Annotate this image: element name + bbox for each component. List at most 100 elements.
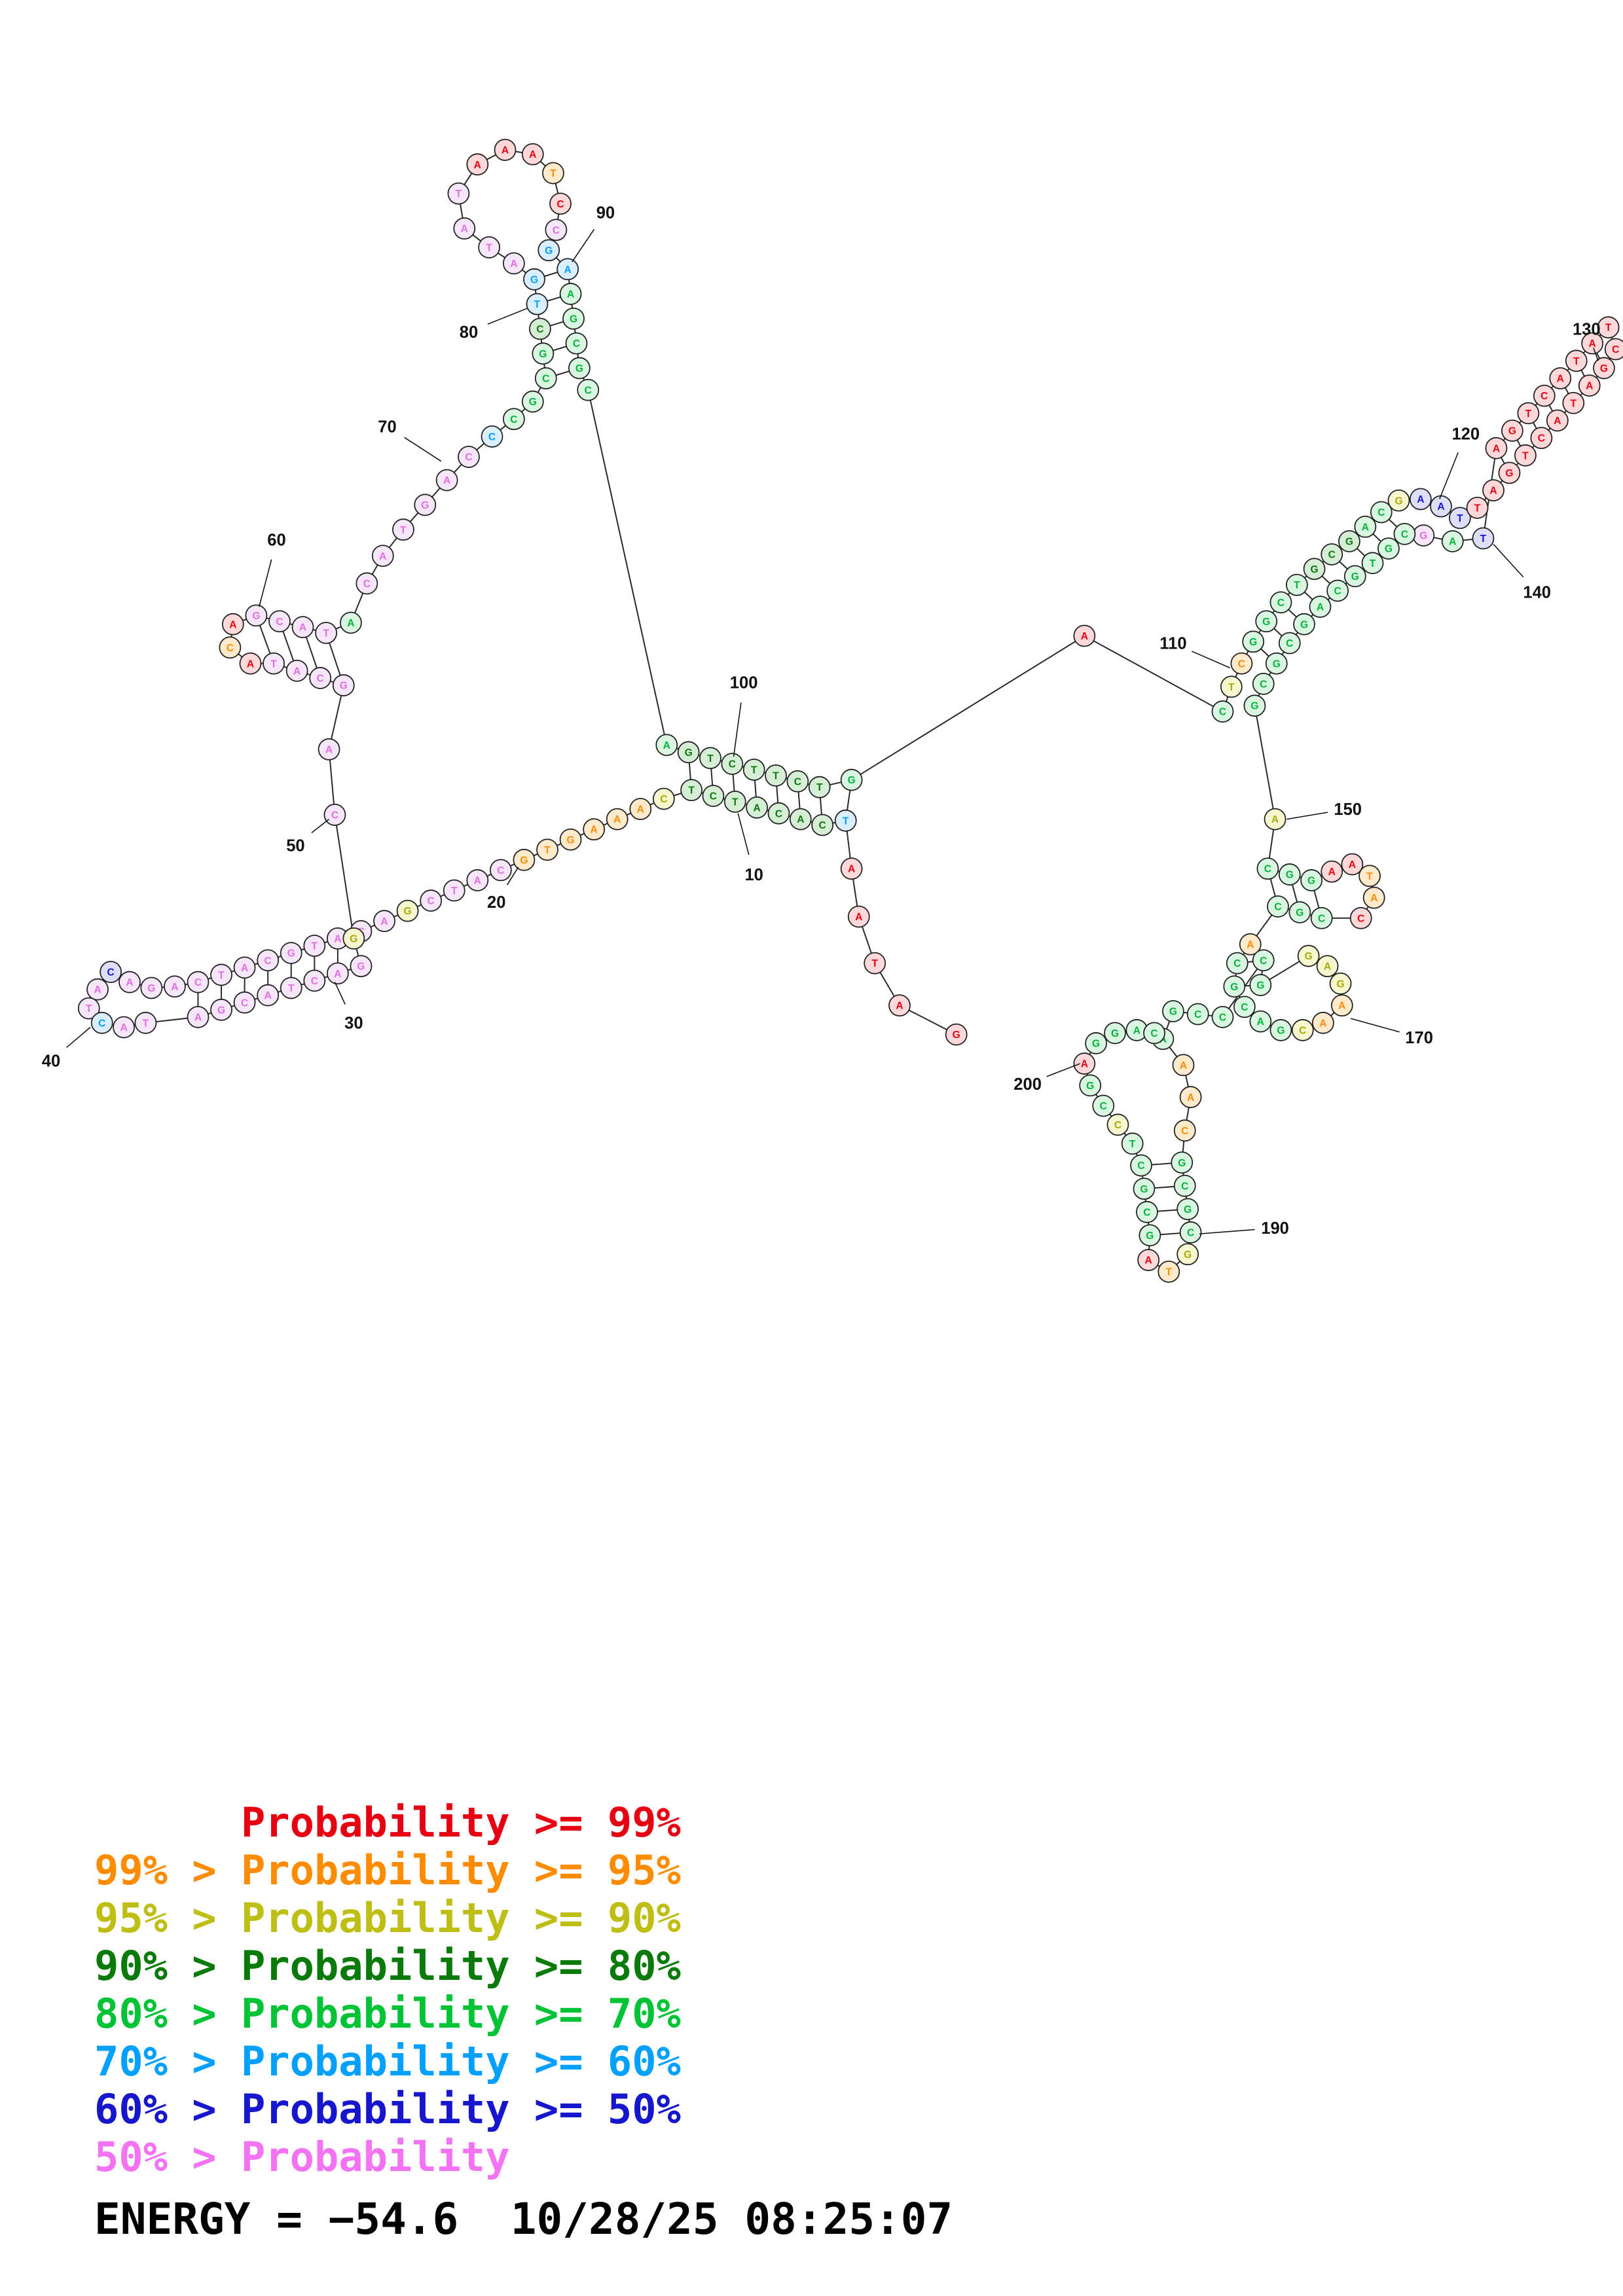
nucleotide-circle [568,357,591,380]
nucleotide-circle [577,378,600,401]
nucleotide: G [840,768,863,791]
nucleotide-letter: G [567,834,575,846]
nucleotide: C [502,408,525,431]
nucleotide-letter: G [1277,1025,1285,1036]
nucleotide-circle [1249,974,1272,996]
nucleotide: A [1441,530,1464,552]
nucleotide-circle [1312,1011,1334,1034]
nucleotide-letter: A [1437,501,1444,512]
legend-item: 90% > Probability >= 80% [94,1942,681,1990]
nucleotide-letter: C [1357,913,1364,924]
nucleotide: C [90,1011,113,1034]
nucleotide: A [840,857,863,880]
nucleotide-letter: A [126,977,133,988]
nucleotide: C [458,446,480,468]
nucleotide-circle [521,390,544,413]
nucleotide-letter: T [1525,408,1532,420]
nucleotide-circle [1278,863,1301,886]
nucleotide-circle [1562,391,1585,414]
nucleotide: C [303,969,326,992]
nucleotide: C [811,814,834,836]
nucleotide-circle [1303,558,1326,581]
nucleotide-letter: C [1328,550,1336,561]
nucleotide-letter: A [797,814,804,825]
nucleotide-circle [221,613,244,636]
nucleotide: C [1256,857,1279,880]
nucleotide-circle [1172,1054,1195,1077]
nucleotide: C [721,753,744,776]
nucleotide-letter: C [497,865,504,876]
nucleotide: C [1186,1003,1209,1026]
nucleotide: C [1136,1200,1158,1223]
nucleotide: C [565,332,588,355]
nucleotide: G [1412,524,1435,547]
nucleotide-letter: G [1273,658,1281,670]
nucleotide-circle [1377,537,1400,560]
nucleotide-circle [443,879,465,902]
nucleotide-circle [1285,573,1308,596]
position-label: 50 [286,836,304,855]
nucleotide: G [1300,869,1323,891]
nucleotide: C [1211,700,1234,723]
nucleotide-letter: A [443,475,450,486]
label-pointer [1199,1229,1255,1234]
position-label: 130 [1573,320,1601,338]
nucleotide-circle [1158,1261,1180,1283]
nucleotide-circle [1223,975,1246,998]
nucleotide: T [864,952,886,975]
nucleotide: G [945,1023,968,1046]
nucleotide-letter: G [1250,701,1258,712]
nucleotide-circle [1252,949,1275,972]
nucleotide-letter: G [1140,1184,1148,1195]
nucleotide-letter: C [311,976,318,987]
nucleotide-letter: A [510,259,517,270]
nucleotide-circle [1387,489,1410,512]
nucleotide-letter: G [1385,544,1393,555]
nucleotide: A [1549,367,1572,389]
nucleotide-circle [1578,374,1601,397]
nucleotide: C [420,889,443,912]
nucleotide-circle [239,652,262,675]
nucleotide: G [1085,1032,1108,1054]
nucleotide-circle [1472,527,1495,550]
nucleotide: G [1329,972,1352,995]
nucleotide: C [1092,1094,1115,1117]
nucleotide-circle [1593,357,1615,380]
nucleotide-circle [1255,610,1278,633]
nucleotide-letter: G [539,349,547,360]
nucleotide-letter: A [754,802,761,814]
nucleotide: A [1073,624,1096,647]
nucleotide-circle [257,949,280,972]
nucleotide: G [1498,461,1521,484]
nucleotide: G [1293,613,1315,636]
nucleotide-letter: T [1228,682,1235,693]
nucleotide-circle [458,446,480,468]
nucleotide-letter: C [98,1018,105,1029]
nucleotide-circle [1533,384,1556,407]
nucleotide-circle [478,236,500,259]
nucleotide: C [1106,1113,1129,1136]
nucleotide-circle [1501,420,1523,442]
nucleotide-circle [1252,672,1275,695]
nucleotide-letter: C [556,199,564,210]
nucleotide-letter: T [751,765,757,776]
nucleotide-letter: A [293,666,301,677]
nucleotide-circle [263,652,285,675]
nucleotide-letter: A [299,622,306,634]
nucleotide-letter: G [848,775,856,786]
nucleotide: G [523,268,545,291]
nucleotide-circle [1288,901,1311,924]
nucleotide-circle [1137,1249,1160,1272]
nucleotide-circle [1267,895,1289,918]
nucleotide: A [847,905,870,928]
nucleotide-letter: C [1219,1012,1226,1023]
legend-item: 60% > Probability >= 50% [94,2085,681,2133]
nucleotide: T [723,791,746,813]
nucleotide-letter: C [1538,433,1545,444]
nucleotide-circle [1485,437,1508,459]
nucleotide-letter: A [591,825,598,836]
nucleotide: A [1316,955,1339,978]
nucleotide-circle [652,787,675,810]
nucleotide-circle [466,869,489,891]
nucleotide-letter: G [1345,537,1353,548]
